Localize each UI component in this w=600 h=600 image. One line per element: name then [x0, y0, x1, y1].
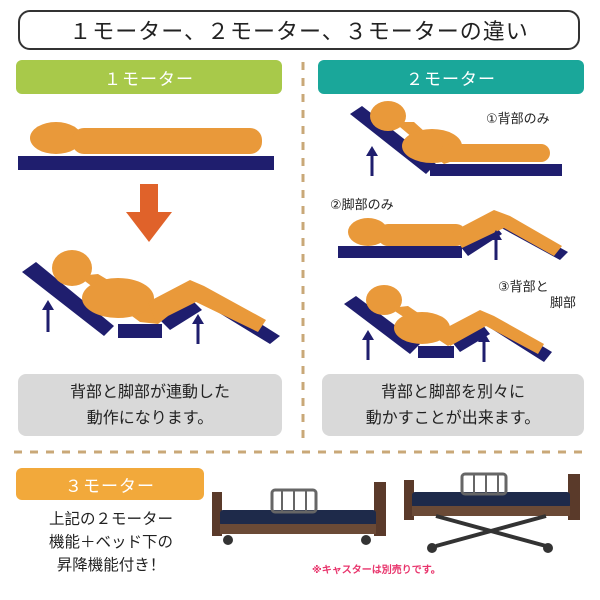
- caster-note: ※キャスターは別売りです。: [312, 565, 441, 576]
- two-motor-heading-text: ２モーター: [406, 69, 496, 90]
- one-motor-description: 背部と脚部が連動した 動作になります。: [18, 374, 282, 436]
- label-both-1: ③背部と: [498, 280, 549, 295]
- two-motor-desc-line2: 動かすことが出来ます。: [365, 408, 541, 427]
- two-motor-description: 背部と脚部を別々に 動かすことが出来ます。: [322, 374, 584, 436]
- one-motor-desc-line1: 背部と脚部が連動した: [69, 382, 230, 401]
- label-back-only: ①背部のみ: [486, 112, 550, 127]
- two-motor-both-illustration: [344, 285, 552, 362]
- three-motor-desc-line2: 機能＋ベッド下の: [48, 533, 173, 551]
- three-motor-description: 上記の２モーター 機能＋ベッド下の 昇降機能付き！: [16, 508, 206, 577]
- down-arrow-icon: [126, 184, 172, 242]
- two-motor-heading: ２モーター: [318, 60, 584, 94]
- bed-raised-image: [404, 472, 580, 553]
- three-motor-desc-line3: 昇降機能付き！: [56, 556, 166, 574]
- one-motor-heading: １モーター: [16, 60, 282, 94]
- label-both-2: 脚部: [550, 296, 577, 311]
- page-title: １モーター、２モーター、３モーターの違い: [18, 10, 580, 50]
- bed-low-image: [212, 482, 386, 545]
- label-leg-only: ②脚部のみ: [330, 198, 394, 213]
- one-motor-flat-illustration: [18, 122, 274, 170]
- three-motor-desc-line1: 上記の２モーター: [48, 510, 173, 528]
- three-motor-heading: ３モーター: [16, 468, 204, 500]
- two-motor-desc-line1: 背部と脚部を別々に: [380, 382, 525, 401]
- one-motor-desc-line2: 動作になります。: [86, 408, 214, 427]
- two-motor-back-only-illustration: [350, 101, 562, 176]
- two-motor-leg-only-illustration: [338, 210, 568, 260]
- one-motor-heading-text: １モーター: [104, 69, 194, 90]
- page-title-text: １モーター、２モーター、３モーターの違い: [69, 20, 529, 45]
- three-motor-heading-text: ３モーター: [65, 476, 155, 497]
- one-motor-raised-illustration: [22, 250, 280, 344]
